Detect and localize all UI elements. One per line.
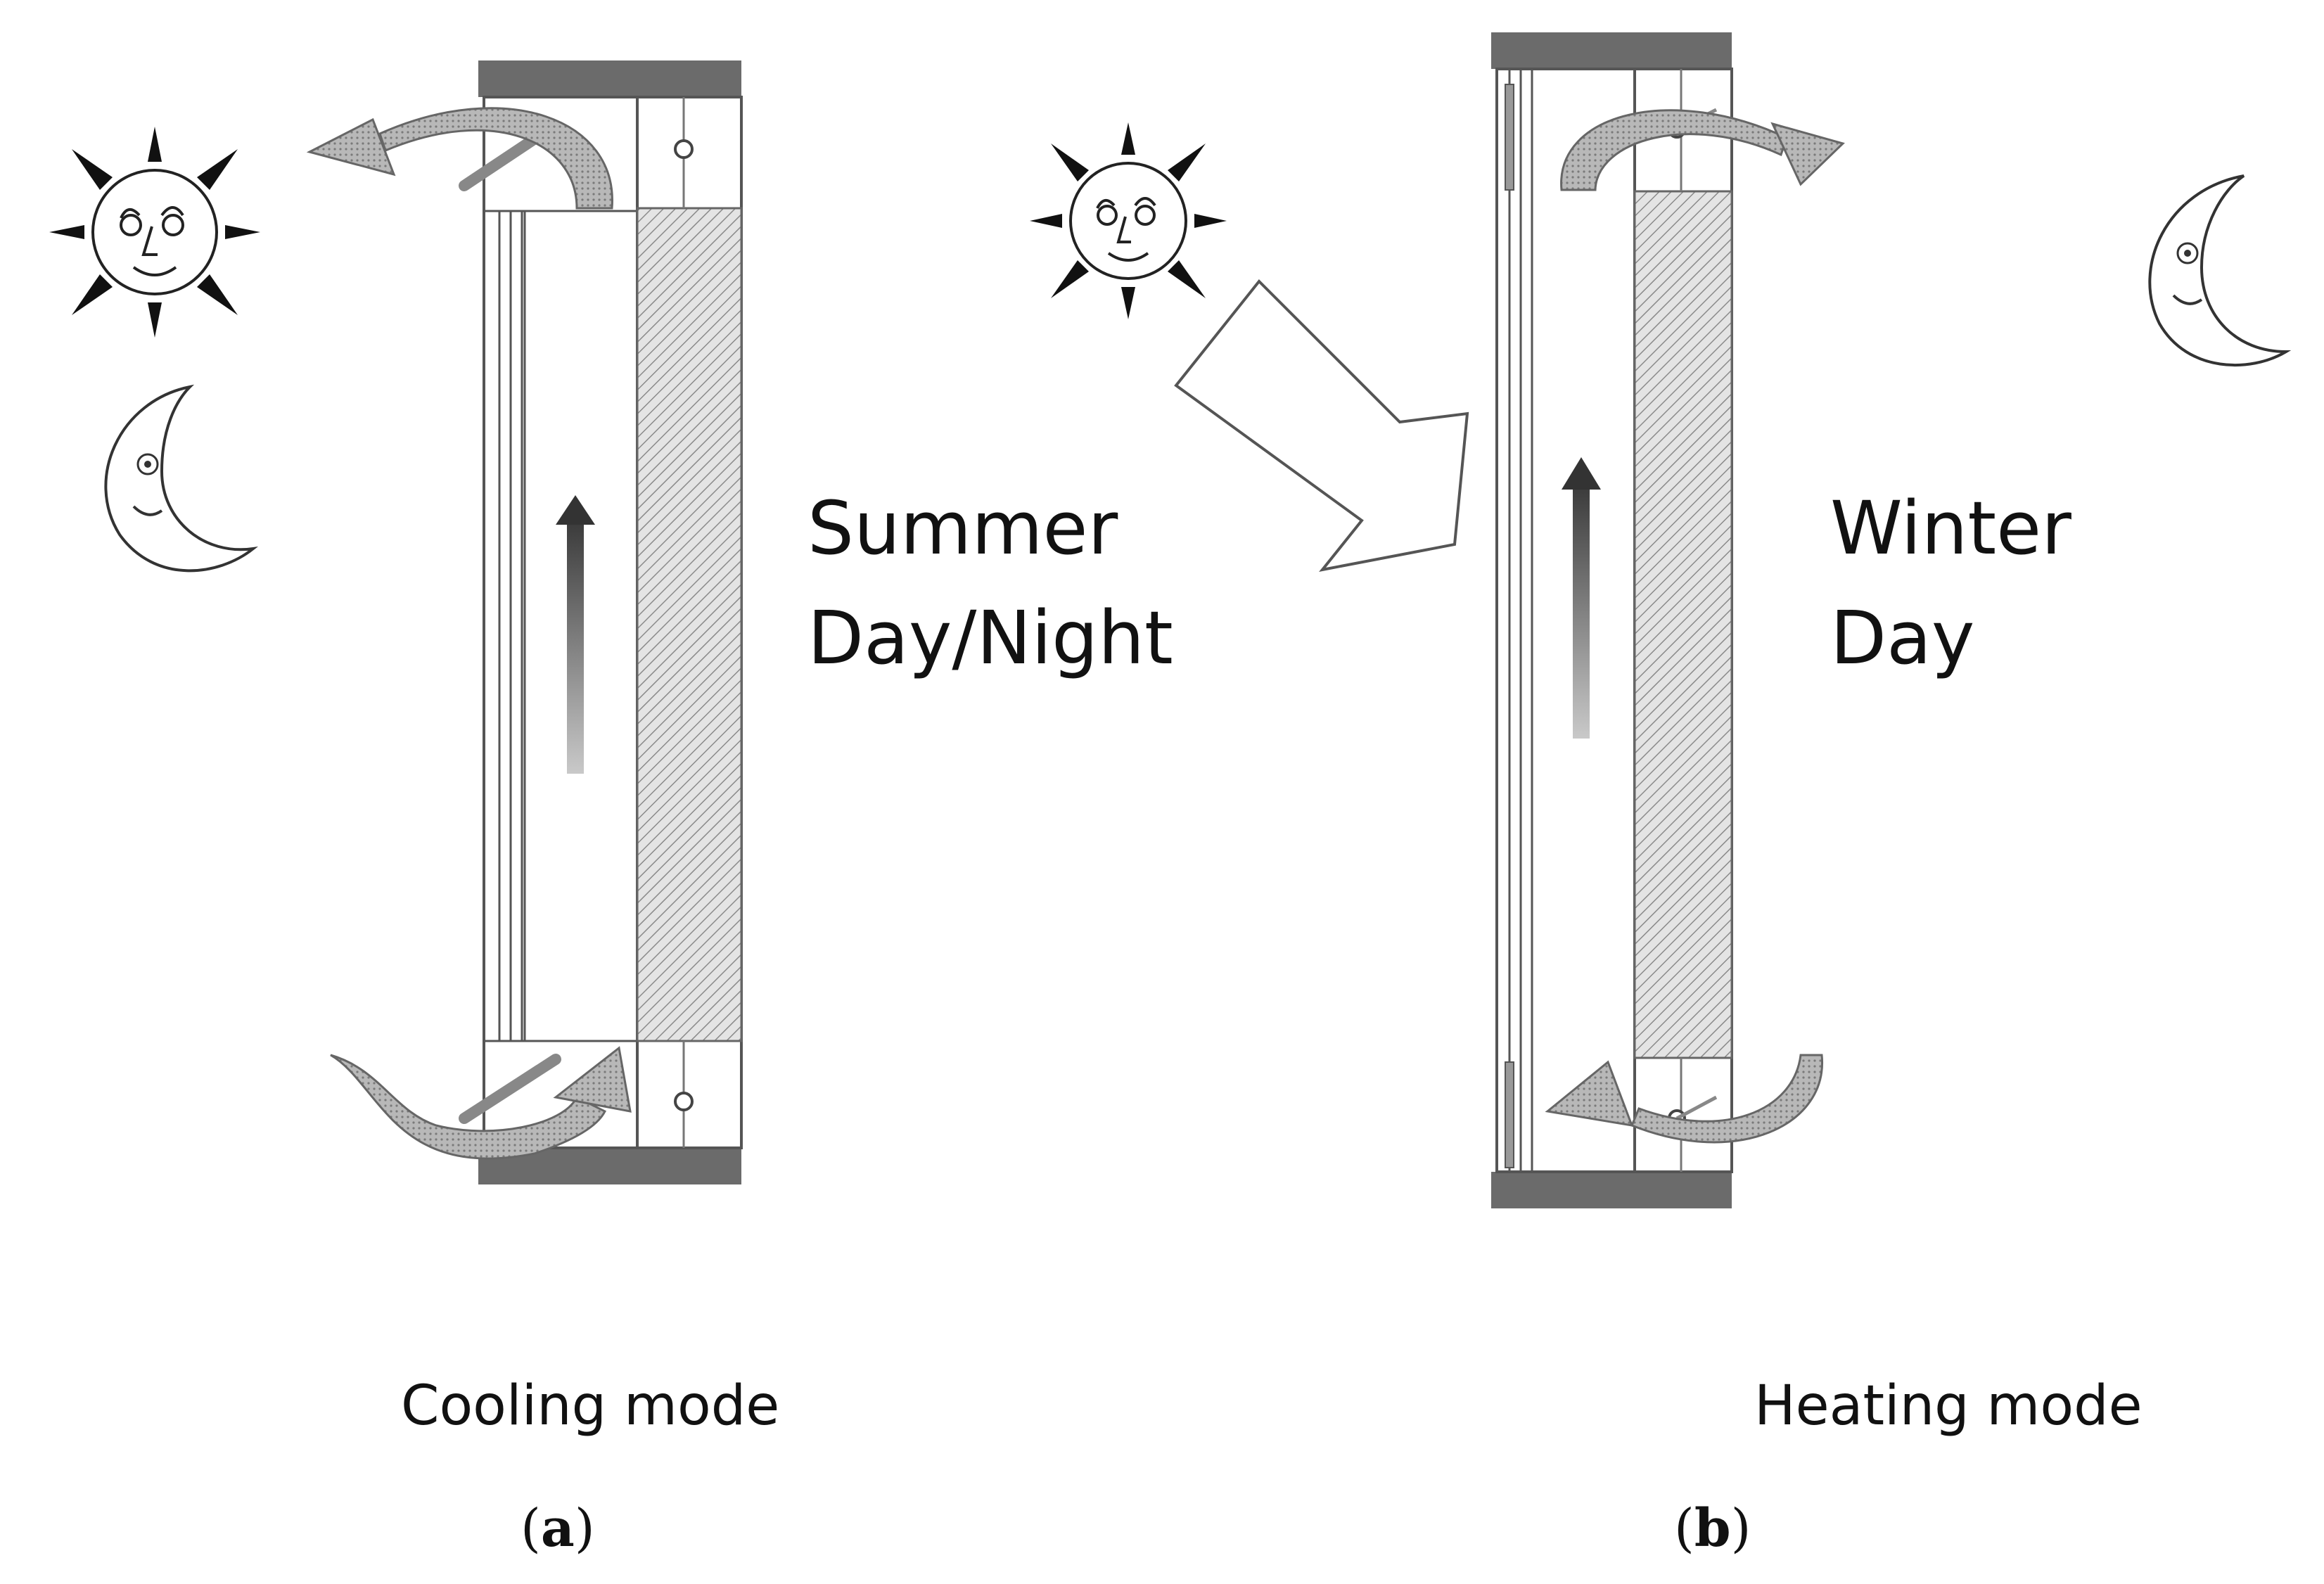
panel-a-condition-line1: Summer bbox=[807, 485, 1118, 571]
panel-a-bottom-flap bbox=[459, 1054, 561, 1124]
panel-a-top-curved-arrow bbox=[378, 107, 613, 210]
panel-a-moon-icon bbox=[104, 384, 258, 573]
panel-a-condition-line2: Day/Night bbox=[807, 595, 1173, 681]
panel-b-condition-line1: Winter bbox=[1830, 485, 2071, 571]
panel-a-bottom-curved-arrow bbox=[330, 1054, 607, 1160]
panel-a-letter: a bbox=[540, 1498, 575, 1559]
panel-a-sun-icon bbox=[49, 127, 260, 338]
panel-b-top-vent bbox=[1505, 84, 1514, 191]
panel-a-mode-label: Cooling mode bbox=[401, 1374, 780, 1438]
panel-b-condition-line2: Day bbox=[1830, 595, 1975, 681]
panel-b-glazing bbox=[1508, 69, 1533, 1172]
panel-a-cavity bbox=[483, 96, 639, 1149]
panel-b-bottom-frame bbox=[1491, 1172, 1732, 1208]
panel-b-mode-label: Heating mode bbox=[1754, 1374, 2143, 1438]
panel-a-glazing bbox=[483, 210, 526, 1042]
panel-a-insulation bbox=[636, 207, 743, 1042]
panel-b-wall bbox=[1491, 32, 1845, 1208]
panel-a-bottom-hinge bbox=[674, 1092, 694, 1111]
panel-b-insulation bbox=[1633, 190, 1733, 1059]
panel-b-bottom-vent bbox=[1505, 1061, 1514, 1168]
panel-a-airflow-arrow bbox=[567, 520, 584, 774]
panel-b-airflow-arrow bbox=[1573, 485, 1590, 739]
panel-a-top-frame bbox=[478, 60, 741, 97]
panel-b-sun-icon bbox=[1030, 122, 1227, 319]
panel-a-top-hinge bbox=[674, 139, 694, 159]
panel-b-moon-icon bbox=[2148, 174, 2292, 366]
panel-a-wall bbox=[306, 60, 743, 1184]
panel-b-caption: (b) bbox=[1674, 1498, 1751, 1559]
panel-b-solar-radiation-arrow bbox=[1174, 279, 1469, 572]
panel-b-letter: b bbox=[1694, 1498, 1731, 1559]
panel-b-cavity bbox=[1495, 68, 1636, 1173]
panel-a-caption: (a) bbox=[521, 1498, 595, 1559]
panel-b-top-frame bbox=[1491, 32, 1732, 69]
